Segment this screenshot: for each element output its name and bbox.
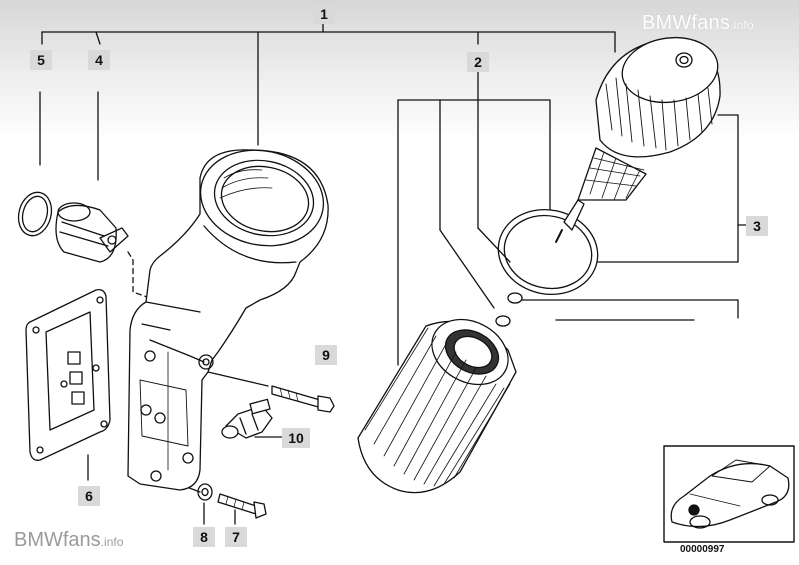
callout-5: 5 xyxy=(30,50,52,70)
screw-part-7 xyxy=(217,493,267,519)
gasket-part-6 xyxy=(25,288,111,461)
callout-9: 9 xyxy=(315,345,337,365)
watermark-top-suffix: .info xyxy=(730,18,754,32)
watermark-bottom-suffix: .info xyxy=(100,535,124,549)
watermark-top-brand: BMWfans xyxy=(642,12,731,34)
callout-8: 8 xyxy=(193,527,215,547)
location-marker-icon xyxy=(688,504,700,516)
o-ring-part-5 xyxy=(17,191,53,237)
leader-lines xyxy=(39,21,753,525)
cover-o-ring-part-3 xyxy=(497,208,599,296)
oil-filter-housing-part-1 xyxy=(127,149,329,491)
callout-4: 4 xyxy=(88,50,110,70)
bolt-part-9 xyxy=(271,385,335,413)
callout-1: 1 xyxy=(313,4,335,24)
bypass-valve-part-4 xyxy=(55,202,129,263)
filter-cover xyxy=(555,36,721,243)
small-o-rings xyxy=(495,292,523,327)
watermark-bottom-brand: BMWfans xyxy=(14,529,101,551)
callout-6: 6 xyxy=(78,486,100,506)
watermark-top: BMWfans.info xyxy=(642,12,754,35)
callout-2: 2 xyxy=(467,52,489,72)
filter-element-part-2 xyxy=(357,318,517,494)
car-locator-inset xyxy=(663,445,795,543)
washer-part-8 xyxy=(197,483,213,501)
callout-10: 10 xyxy=(282,428,310,448)
callout-7: 7 xyxy=(225,527,247,547)
callout-3: 3 xyxy=(746,216,768,236)
pressure-switch-part-10 xyxy=(221,398,273,439)
reference-code: 00000997 xyxy=(680,544,725,555)
watermark-bottom: BMWfans.info xyxy=(14,529,123,552)
